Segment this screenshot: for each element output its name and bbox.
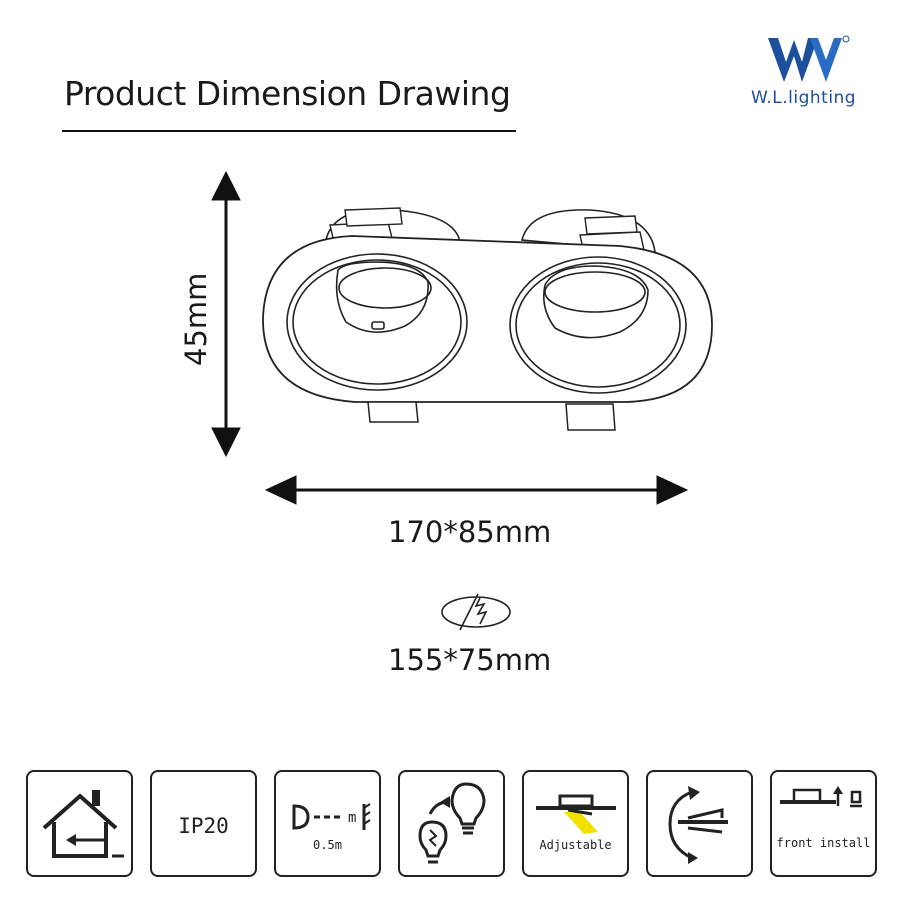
right-lamp-ring — [509, 256, 687, 394]
height-label: 45mm — [179, 273, 213, 366]
ip-rating-icon: IP20 — [150, 770, 257, 877]
distance-label: 0.5m — [313, 838, 342, 852]
front-install-icon: front install — [770, 770, 877, 877]
left-lamp-ring — [286, 253, 468, 391]
cutout-dimension-label: 155*75mm — [388, 643, 552, 677]
rotate-icon — [646, 770, 753, 877]
spring-clips-bottom — [367, 401, 616, 431]
fixture-body — [262, 235, 713, 403]
height-label-wrapper: 45mm — [179, 273, 213, 366]
outer-dimension-label: 170*85mm — [388, 515, 552, 549]
cutout-icon — [441, 593, 511, 631]
adjustable-label: Adjustable — [539, 838, 612, 852]
height-dimension-arrow — [211, 170, 241, 458]
distance-unit: m — [348, 810, 356, 826]
product-drawing — [211, 170, 713, 631]
brand-logo-text: W.L.lighting — [751, 88, 857, 108]
title-underline — [62, 130, 516, 132]
adjustable-icon: Adjustable — [522, 770, 629, 877]
ip-rating-label: IP20 — [178, 814, 229, 838]
brand-logo-icon — [768, 35, 850, 82]
width-dimension-arrow — [264, 475, 689, 505]
indoor-home-icon — [26, 770, 133, 877]
distance-icon: m 0.5m — [274, 770, 381, 877]
page-title: Product Dimension Drawing — [64, 74, 511, 113]
bulb-replaceable-icon — [398, 770, 505, 877]
front-install-label: front install — [776, 836, 871, 850]
